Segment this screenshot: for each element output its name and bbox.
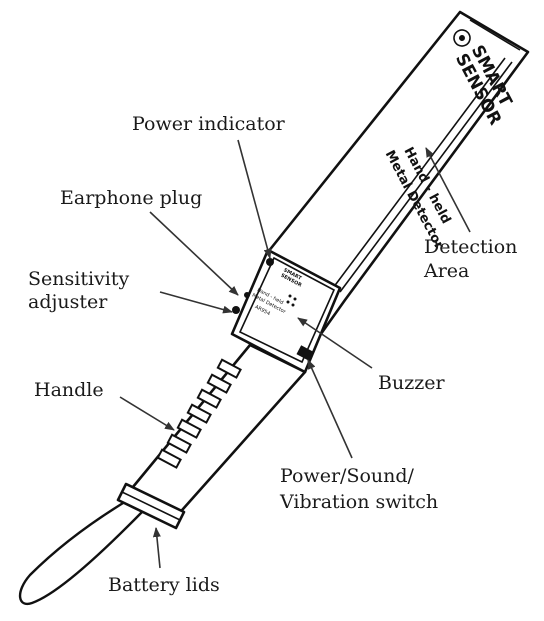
handle	[126, 343, 307, 520]
label-detection-line1: Detection	[424, 236, 517, 258]
leader-earphone-plug	[149, 211, 239, 296]
leader-handle	[119, 396, 175, 431]
power-indicator-led	[266, 258, 274, 266]
leader-power-indicator	[237, 139, 272, 259]
label-sensitivity-line1: Sensitivity	[28, 268, 129, 290]
control-panel: SMART SENSOR Hand - held Metal Detector …	[230, 248, 342, 374]
label-buzzer: Buzzer	[378, 372, 445, 394]
earphone-jack	[244, 292, 250, 298]
label-earphone-plug: Earphone plug	[60, 187, 202, 209]
label-power-indicator: Power indicator	[132, 113, 286, 135]
label-switch-line1: Power/Sound/	[280, 465, 415, 487]
mode-switch	[296, 345, 314, 361]
sensitivity-knob	[232, 306, 240, 314]
logo-target-icon	[453, 29, 471, 47]
leader-battery-lids	[152, 527, 161, 569]
leader-detection-area	[425, 147, 471, 233]
leader-sensitivity	[159, 291, 233, 314]
label-sensitivity-line2: adjuster	[28, 291, 108, 313]
label-detection-line2: Area	[423, 260, 469, 282]
lanyard-strap	[18, 498, 143, 606]
leader-buzzer	[297, 317, 373, 369]
leader-switch	[307, 359, 353, 459]
label-switch-line2: Vibration switch	[279, 491, 438, 513]
buzzer-grille	[286, 294, 297, 307]
label-handle: Handle	[34, 379, 104, 401]
label-battery-lids: Battery lids	[108, 574, 220, 596]
